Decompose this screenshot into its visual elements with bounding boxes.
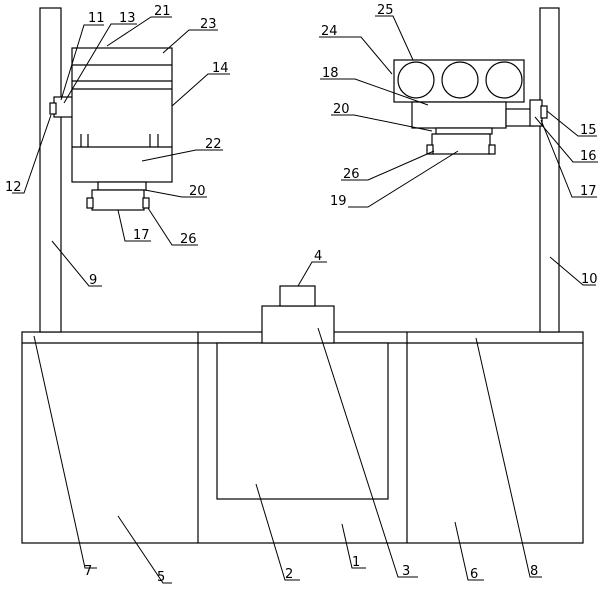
label-1: 1 (352, 555, 360, 570)
label-18: 18 (322, 66, 339, 81)
right-upright (540, 8, 559, 332)
label-20-right: 20 (333, 102, 350, 117)
central-recess (217, 343, 388, 499)
left-upright (40, 8, 61, 332)
label-6: 6 (470, 567, 478, 582)
right-housing-assembly (394, 60, 547, 154)
label-24: 24 (321, 24, 338, 39)
label-26-left: 26 (180, 232, 197, 247)
left-housing-assembly (50, 48, 172, 210)
label-3: 3 (402, 564, 410, 579)
label-19: 19 (330, 194, 347, 209)
label-23: 23 (200, 17, 217, 32)
label-12: 12 (5, 180, 22, 195)
label-26-right: 26 (343, 167, 360, 182)
label-2: 2 (285, 567, 293, 582)
label-13: 13 (119, 11, 136, 26)
label-4: 4 (314, 249, 322, 264)
label-21: 21 (154, 4, 171, 19)
label-11: 11 (88, 11, 105, 26)
label-9: 9 (89, 273, 97, 288)
label-17-left: 17 (133, 228, 150, 243)
label-15: 15 (580, 123, 597, 138)
top-block (280, 286, 315, 306)
label-25: 25 (377, 3, 394, 18)
label-7: 7 (84, 564, 92, 579)
lift-block (262, 306, 334, 343)
label-17-right: 17 (580, 184, 597, 199)
label-22: 22 (205, 137, 222, 152)
label-10: 10 (581, 272, 598, 287)
label-14: 14 (212, 61, 229, 76)
label-20-left: 20 (189, 184, 206, 199)
label-5: 5 (157, 570, 165, 585)
label-8: 8 (530, 564, 538, 579)
label-16: 16 (580, 149, 597, 164)
